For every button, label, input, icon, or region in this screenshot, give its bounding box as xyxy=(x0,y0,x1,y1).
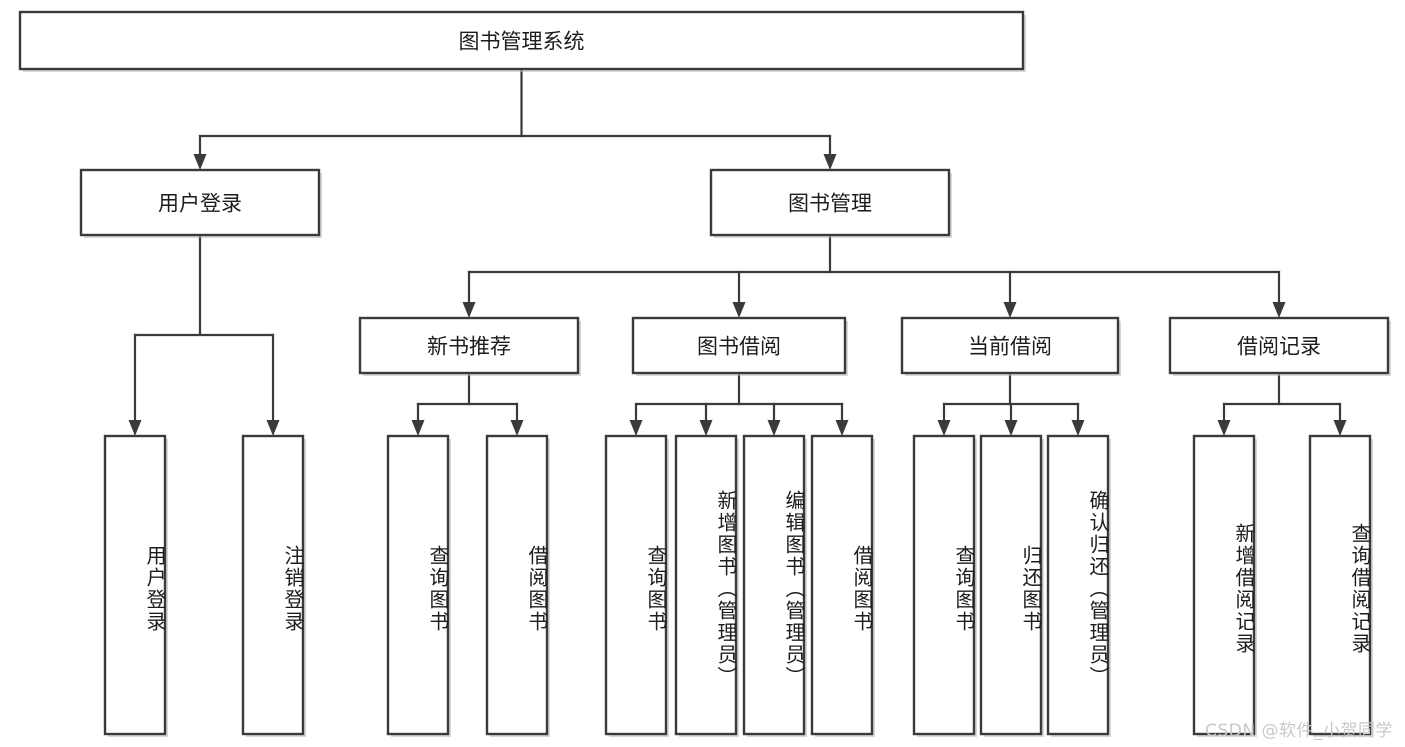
node-box[interactable] xyxy=(485,434,549,736)
node-box[interactable] xyxy=(631,316,847,375)
arrow-head-icon xyxy=(937,420,951,436)
arrow-head-icon xyxy=(462,302,476,318)
arrow-head-icon xyxy=(266,420,280,436)
node-box[interactable] xyxy=(241,434,305,736)
node-leaf-user-login[interactable] xyxy=(103,434,168,737)
node-current-borrow[interactable]: 当前借阅 xyxy=(900,316,1121,376)
node-leaf-confirm-return[interactable] xyxy=(1046,434,1111,737)
node-box[interactable] xyxy=(1168,316,1390,375)
csdn-watermark: CSDN @软件_小贺同学 xyxy=(1205,721,1393,741)
node-box[interactable] xyxy=(810,434,874,736)
arrow-head-icon xyxy=(1272,302,1286,318)
arrow-head-icon xyxy=(193,154,207,170)
node-leaf-query-book-borrow[interactable] xyxy=(604,434,669,737)
arrow-head-icon xyxy=(1071,420,1085,436)
node-box[interactable] xyxy=(979,434,1043,736)
node-box[interactable] xyxy=(18,10,1025,71)
node-leaf-add-book[interactable] xyxy=(674,434,739,737)
arrow-head-icon xyxy=(629,420,643,436)
node-label: 图书借阅 xyxy=(697,335,781,359)
arrow-head-icon xyxy=(835,420,849,436)
node-leaf-return-book[interactable] xyxy=(979,434,1044,737)
arrow-head-icon xyxy=(1217,420,1231,436)
node-leaf-borrow-book-recommend[interactable] xyxy=(485,434,550,737)
node-box[interactable] xyxy=(604,434,668,736)
node-book-borrow[interactable]: 图书借阅 xyxy=(631,316,848,376)
node-box[interactable] xyxy=(912,434,976,736)
node-label: 图书管理 xyxy=(788,192,872,216)
node-leaf-edit-book[interactable] xyxy=(742,434,807,737)
arrow-head-icon xyxy=(411,420,425,436)
arrow-head-icon xyxy=(823,154,837,170)
node-leaf-query-book-recommend[interactable] xyxy=(386,434,451,737)
arrow-head-icon xyxy=(1003,302,1017,318)
node-label: 新书推荐 xyxy=(427,335,511,359)
node-label: 用户登录 xyxy=(158,192,242,216)
node-root[interactable]: 图书管理系统 xyxy=(18,10,1026,72)
node-user-login[interactable]: 用户登录 xyxy=(79,168,322,238)
node-box[interactable] xyxy=(709,168,951,237)
node-leaf-borrow-book[interactable] xyxy=(810,434,875,737)
arrow-head-icon xyxy=(732,302,746,318)
node-box[interactable] xyxy=(386,434,450,736)
node-book-management[interactable]: 图书管理 xyxy=(709,168,952,238)
node-leaf-logout[interactable] xyxy=(241,434,306,737)
node-label: 当前借阅 xyxy=(968,335,1052,359)
node-box[interactable] xyxy=(742,434,806,736)
node-box[interactable] xyxy=(900,316,1120,375)
node-box[interactable] xyxy=(79,168,321,237)
node-box[interactable] xyxy=(1308,434,1372,736)
connector-layer xyxy=(128,67,1347,436)
node-borrow-record[interactable]: 借阅记录 xyxy=(1168,316,1391,376)
node-label: 借阅记录 xyxy=(1237,335,1321,359)
arrow-head-icon xyxy=(767,420,781,436)
node-new-book-recommend[interactable]: 新书推荐 xyxy=(358,316,581,376)
node-box[interactable] xyxy=(1192,434,1256,736)
arrow-head-icon xyxy=(699,420,713,436)
node-leaf-add-borrow-record[interactable] xyxy=(1192,434,1257,737)
arrow-head-icon xyxy=(128,420,142,436)
node-box[interactable] xyxy=(103,434,167,736)
arrow-head-icon xyxy=(510,420,524,436)
arrow-head-icon xyxy=(1333,420,1347,436)
arrow-head-icon xyxy=(1004,420,1018,436)
node-leaf-query-borrow-record[interactable] xyxy=(1308,434,1373,737)
node-leaf-query-book-current[interactable] xyxy=(912,434,977,737)
node-box[interactable] xyxy=(1046,434,1110,736)
node-box[interactable] xyxy=(358,316,580,375)
node-box[interactable] xyxy=(674,434,738,736)
node-label: 图书管理系统 xyxy=(459,30,585,54)
